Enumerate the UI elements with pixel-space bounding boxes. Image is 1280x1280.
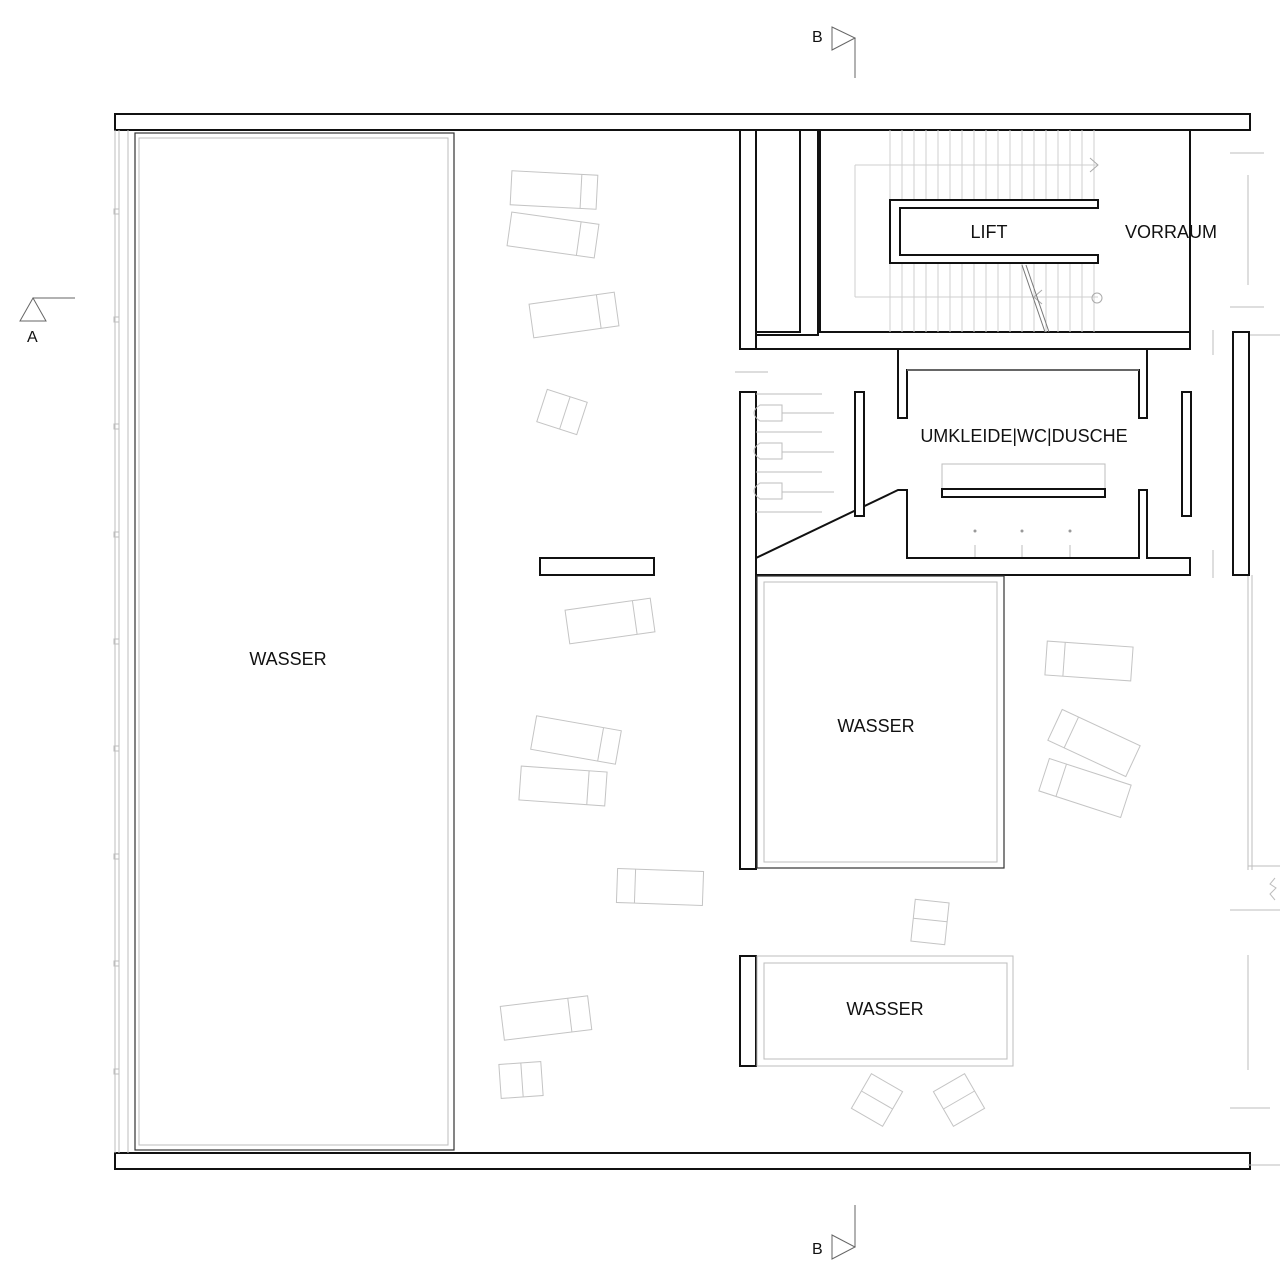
lift: LIFT: [889, 199, 1099, 264]
lounger-6: [518, 765, 608, 807]
lounger-2: [506, 211, 600, 259]
chair-4: [850, 1072, 904, 1128]
lift-label: LIFT: [970, 222, 1007, 242]
lounger-11: [1038, 757, 1132, 819]
left-facade: [113, 130, 129, 1153]
bottom-exterior-wall: [114, 1152, 1251, 1170]
lounger-3: [528, 291, 620, 339]
pool-small-label: WASSER: [846, 999, 923, 1019]
chair-3: [910, 898, 950, 946]
section-label-b-bottom: B: [812, 1241, 823, 1258]
top-exterior-wall: [114, 113, 1251, 131]
section-label-b-top: B: [812, 29, 823, 46]
freestanding-wall: [539, 557, 655, 576]
pool-medium-label: WASSER: [837, 716, 914, 736]
chair-1: [536, 388, 588, 436]
core-walls: [739, 129, 1191, 350]
section-marker-a: A: [19, 296, 75, 346]
right-facade: [1212, 152, 1280, 1166]
pool-large-label: WASSER: [249, 649, 326, 669]
pool-small: WASSER: [739, 955, 1014, 1067]
chair-2: [498, 1061, 544, 1099]
lounger-7: [615, 867, 705, 907]
lounger-9: [1044, 640, 1134, 682]
section-marker-b-bottom: B: [812, 1205, 857, 1260]
lounger-5: [530, 715, 622, 765]
right-facade-wall: [1232, 331, 1250, 576]
lounger-8: [499, 995, 593, 1041]
umkleide-label: UMKLEIDE|WC|DUSCHE: [920, 426, 1127, 446]
lounger-4: [564, 597, 656, 645]
section-label-a: A: [27, 329, 38, 346]
lounger-1: [509, 170, 599, 210]
pool-medium: WASSER: [756, 575, 1005, 869]
chair-5: [932, 1072, 986, 1128]
stair: [854, 130, 1103, 333]
section-marker-b-top: B: [812, 26, 857, 78]
umkleide-block: UMKLEIDE|WC|DUSCHE: [735, 348, 1192, 870]
lounger-10: [1047, 708, 1141, 778]
pool-large: WASSER: [134, 132, 455, 1151]
vorraum-label: VORRAUM: [1125, 222, 1217, 242]
